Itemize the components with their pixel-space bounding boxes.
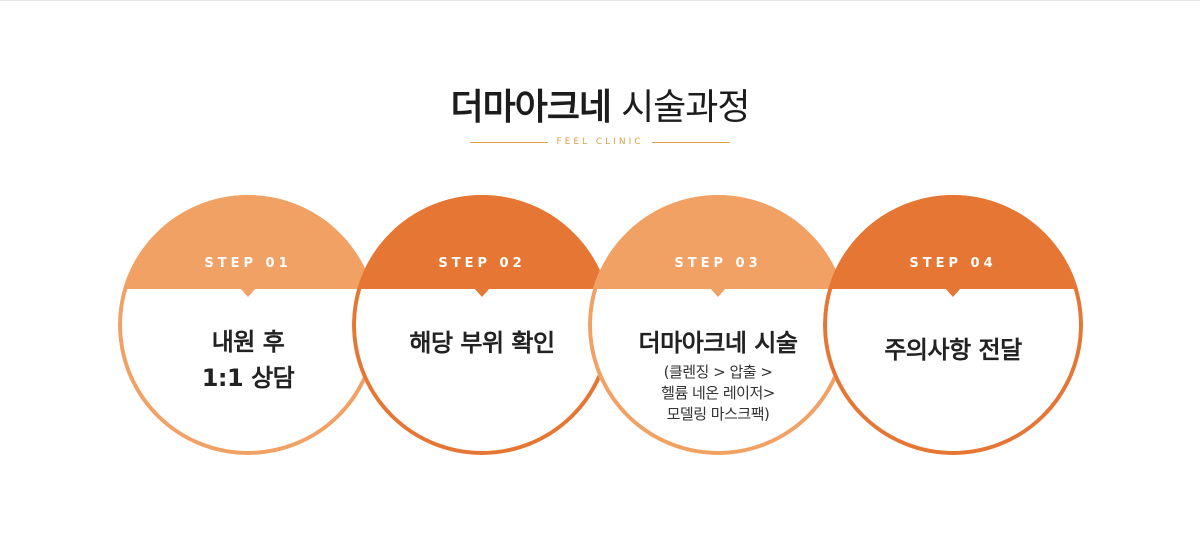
step-title-line1: 주의사항 전달 <box>884 336 1022 364</box>
step-desc-line2: 헬륨 네온 레이저> <box>661 384 775 402</box>
step-cap <box>118 195 378 289</box>
top-divider <box>0 0 1200 1</box>
subtitle: FEEL CLINIC <box>556 137 644 147</box>
step-title-line1: 내원 후 <box>211 328 285 356</box>
step-pointer-icon <box>240 288 256 297</box>
subtitle-row: FEEL CLINIC <box>470 134 730 150</box>
step-circle-2: STEP 02 해당 부위 확인 <box>352 195 612 455</box>
subtitle-line-left <box>470 142 548 143</box>
step-title-line1: 해당 부위 확인 <box>409 329 555 357</box>
step-desc-line1: (클렌징 > 압출 > <box>663 363 773 381</box>
step-title-line1: 더마아크네 시술 <box>638 329 798 357</box>
title-light: 시술과정 <box>621 87 750 128</box>
step-label: STEP 03 <box>674 256 762 271</box>
step-circle-3: STEP 03 더마아크네 시술 (클렌징 > 압출 > 헬륨 네온 레이저> … <box>588 195 848 455</box>
step-pointer-icon <box>474 288 490 297</box>
step-pointer-icon <box>945 288 961 297</box>
step-title-line2: 1:1 상담 <box>201 364 295 392</box>
step-cap <box>352 195 612 289</box>
step-desc-line3: 모델링 마스크팩) <box>666 405 770 423</box>
step-circle-4: STEP 04 주의사항 전달 <box>823 195 1083 455</box>
step-cap <box>588 195 848 289</box>
step-cap <box>823 195 1083 289</box>
step-label: STEP 02 <box>438 256 526 271</box>
step-circle-1: STEP 01 내원 후 1:1 상담 <box>118 195 378 455</box>
step-pointer-icon <box>710 288 726 297</box>
step-label: STEP 01 <box>204 256 292 271</box>
step-label: STEP 04 <box>909 256 997 271</box>
subtitle-line-right <box>652 142 730 143</box>
title-strong: 더마아크네 <box>450 87 612 128</box>
